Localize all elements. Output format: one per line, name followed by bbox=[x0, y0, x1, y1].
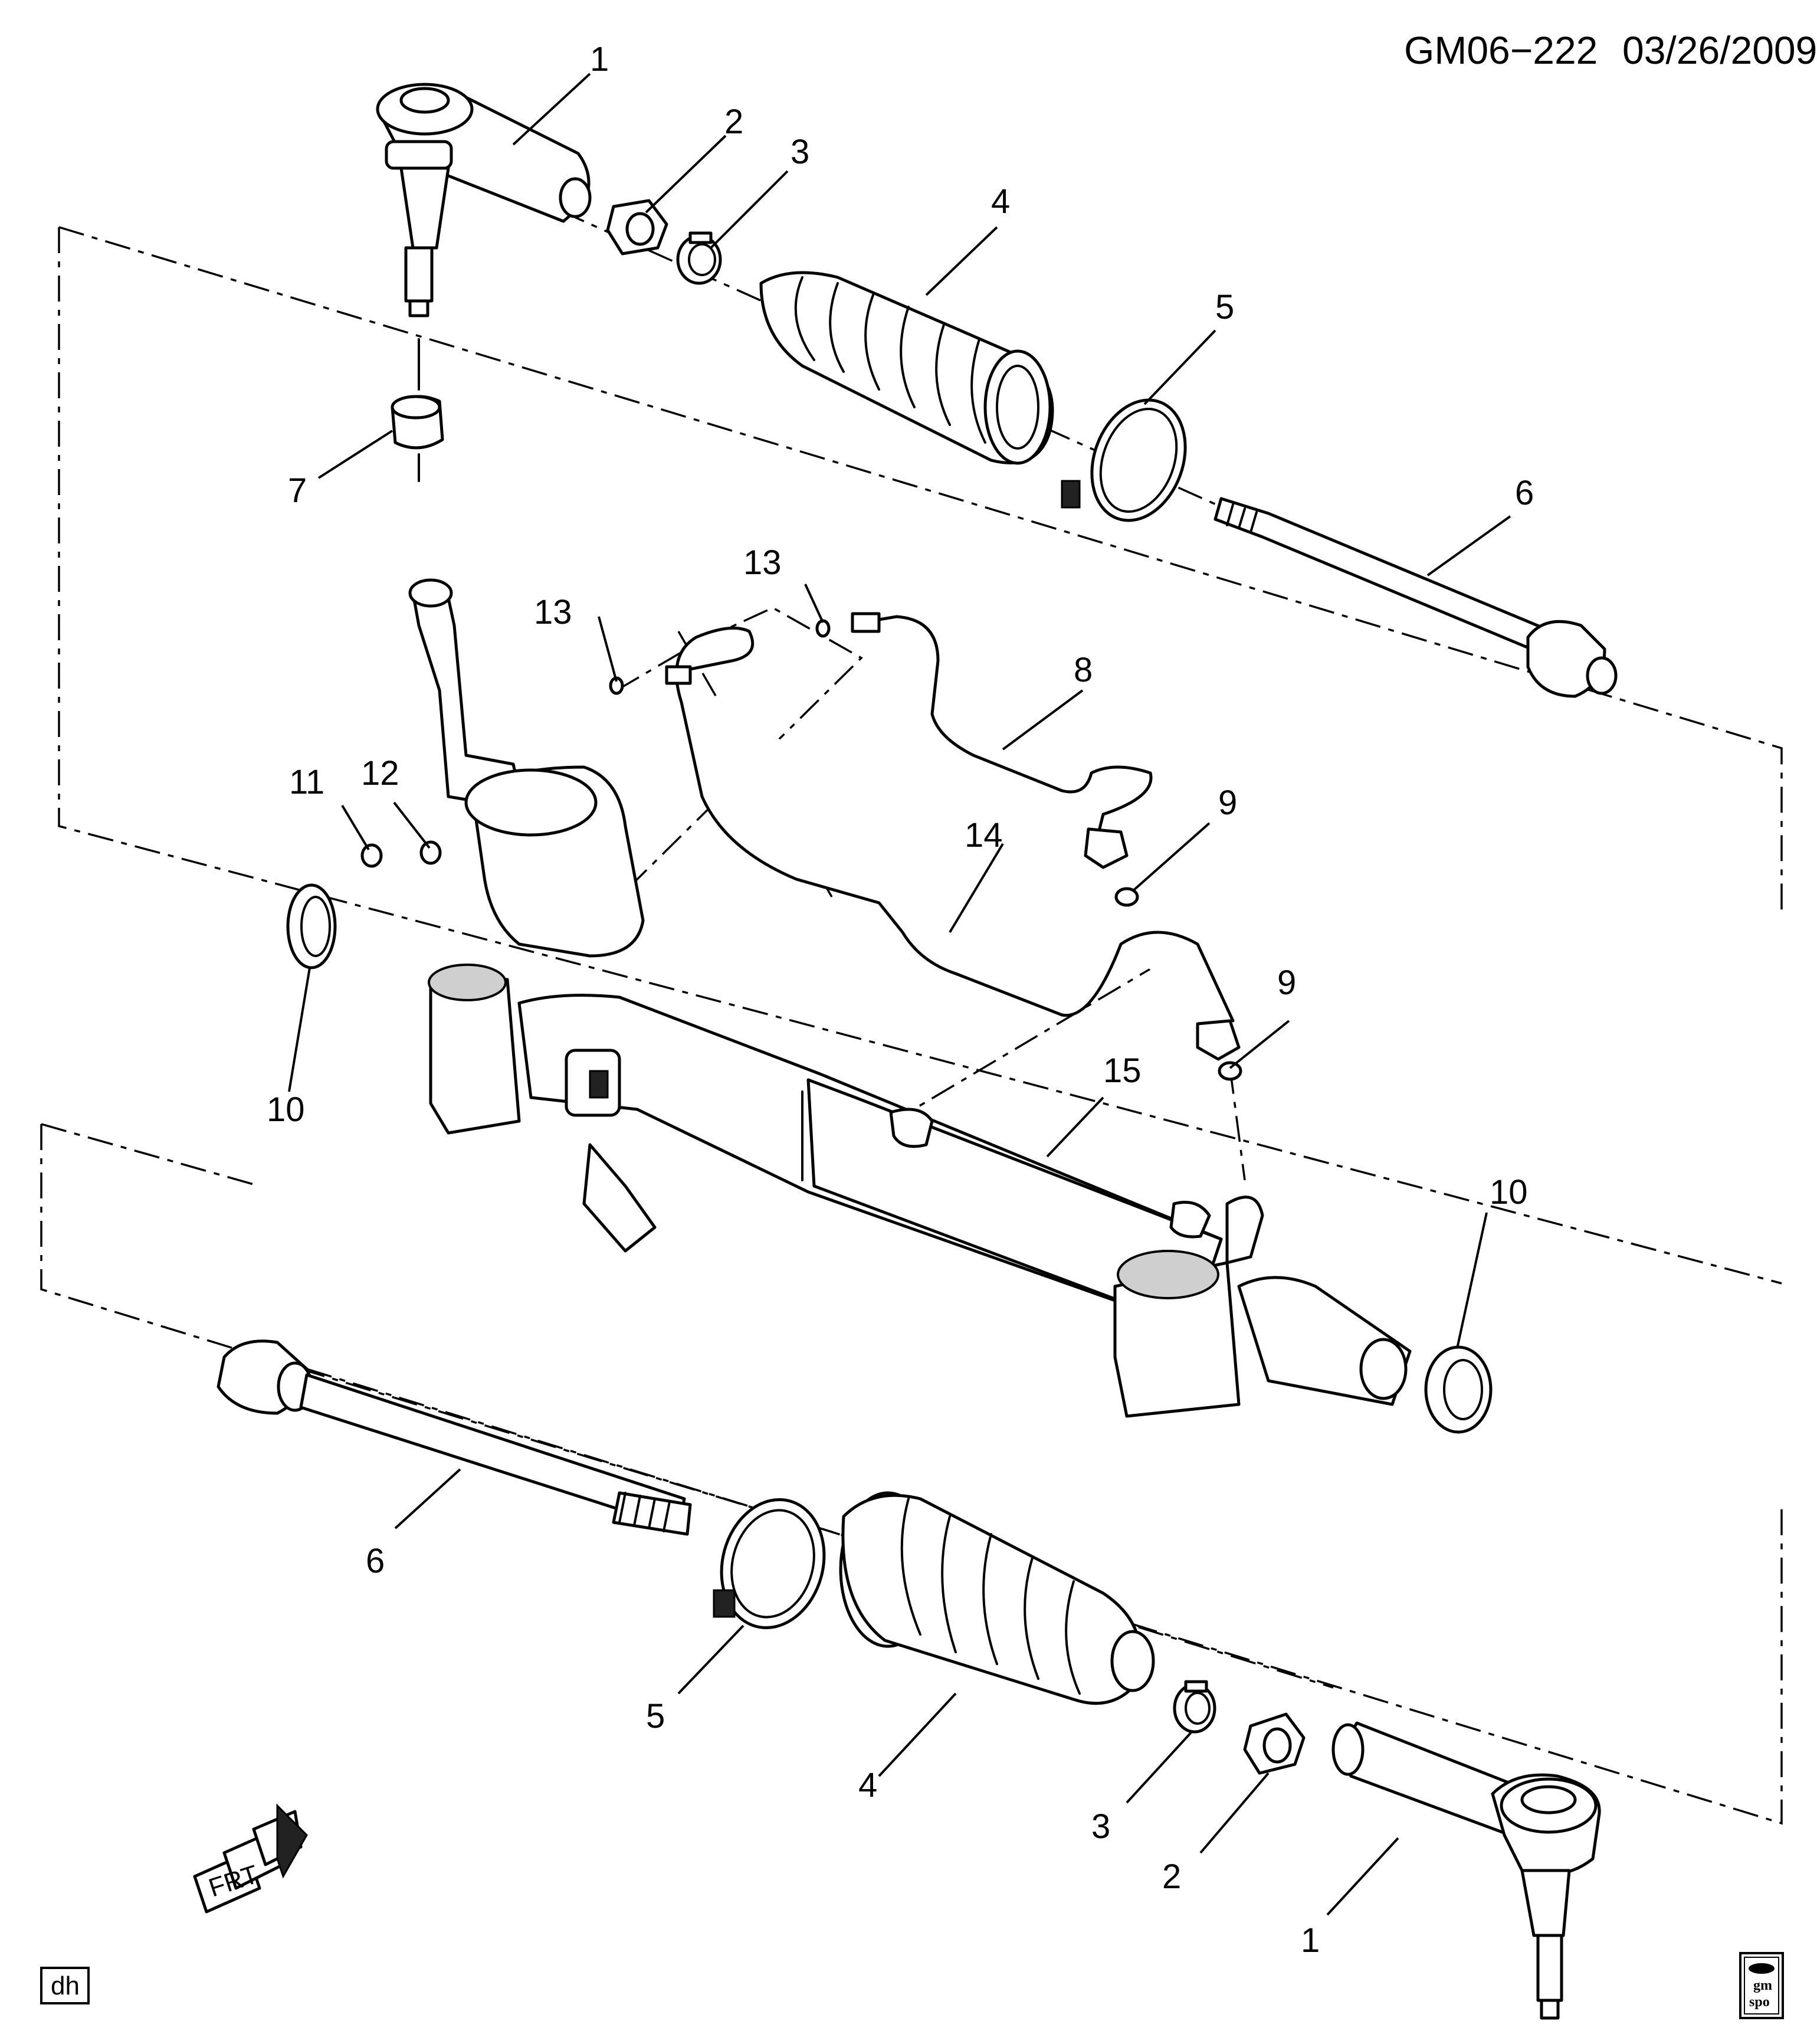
jam-nut-lower bbox=[1243, 1712, 1306, 1775]
callout-7: 7 bbox=[288, 471, 307, 510]
pressure-line bbox=[851, 612, 1153, 869]
o-ring-13-b bbox=[815, 619, 831, 638]
callout-10-left: 10 bbox=[267, 1090, 305, 1129]
inner-tie-rod-upper bbox=[1213, 497, 1618, 698]
gm-spo-badge: gm spo bbox=[1739, 1952, 1784, 2019]
callout-6-upper: 6 bbox=[1515, 474, 1534, 512]
callout-6-lower: 6 bbox=[366, 1542, 385, 1580]
callout-9-upper: 9 bbox=[1218, 784, 1237, 822]
callout-1-lower: 1 bbox=[1301, 1921, 1320, 1960]
callout-3-upper: 3 bbox=[791, 133, 809, 171]
jam-nut-upper bbox=[606, 199, 668, 255]
upper-phantom-boundary bbox=[58, 226, 1783, 1285]
front-label: FRT bbox=[205, 1860, 262, 1903]
seal-9-a bbox=[1114, 887, 1139, 907]
corner-mark-text: dh bbox=[51, 1971, 80, 2000]
callout-2-upper: 2 bbox=[724, 103, 743, 141]
callout-1-upper: 1 bbox=[590, 40, 609, 78]
callout-13-right: 13 bbox=[743, 543, 782, 582]
seal-9-b bbox=[1218, 1061, 1242, 1081]
corner-mark: dh bbox=[40, 1967, 90, 2004]
steering-gear-assembly bbox=[408, 578, 1412, 1418]
callout-15: 15 bbox=[1103, 1052, 1142, 1090]
badge-line-2: spo bbox=[1749, 1994, 1770, 2010]
boot-clamp-small-lower bbox=[1173, 1680, 1216, 1734]
callout-5-lower: 5 bbox=[646, 1697, 665, 1735]
callout-4-upper: 4 bbox=[991, 182, 1010, 221]
boot-clamp-small-upper bbox=[676, 231, 722, 285]
callout-11: 11 bbox=[289, 763, 324, 801]
callout-14: 14 bbox=[965, 816, 1003, 854]
rack-boot-upper bbox=[759, 271, 1054, 465]
return-line bbox=[665, 626, 1241, 1061]
mount-washer-10-right bbox=[1424, 1345, 1493, 1434]
mount-washer-10-left bbox=[286, 883, 337, 969]
drawing-date: 03/26/2009 bbox=[1622, 28, 1817, 72]
callout-4-lower: 4 bbox=[858, 1766, 877, 1804]
front-direction-icon: FRT bbox=[193, 1803, 308, 1914]
rack-boot-lower bbox=[839, 1491, 1155, 1705]
boot-clamp-large-upper bbox=[1061, 398, 1187, 522]
callout-13-left: 13 bbox=[534, 593, 572, 631]
boot-clamp-large-lower bbox=[713, 1498, 826, 1630]
callout-2-lower: 2 bbox=[1162, 1858, 1181, 1896]
castle-nut bbox=[391, 395, 444, 450]
leader-lines bbox=[288, 73, 1511, 1916]
callout-labels: 1 2 3 4 5 6 7 8 9 9 13 13 11 12 14 10 15… bbox=[267, 40, 1534, 1960]
o-ring-12 bbox=[419, 840, 442, 865]
callout-10-right: 10 bbox=[1490, 1173, 1528, 1211]
callout-5-upper: 5 bbox=[1215, 288, 1234, 326]
badge-line-1: gm bbox=[1753, 1978, 1772, 1993]
callout-12: 12 bbox=[361, 754, 399, 792]
inner-tie-rod-lower bbox=[217, 1339, 692, 1536]
outer-tie-rod-end-upper bbox=[376, 83, 592, 317]
outer-tie-rod-end-lower bbox=[1331, 1721, 1601, 2020]
o-ring-11 bbox=[360, 843, 383, 868]
callout-9-lower: 9 bbox=[1277, 964, 1296, 1002]
callout-3-lower: 3 bbox=[1091, 1807, 1110, 1846]
callout-8: 8 bbox=[1074, 651, 1093, 689]
drawing-id: GM06−222 bbox=[1404, 28, 1598, 72]
